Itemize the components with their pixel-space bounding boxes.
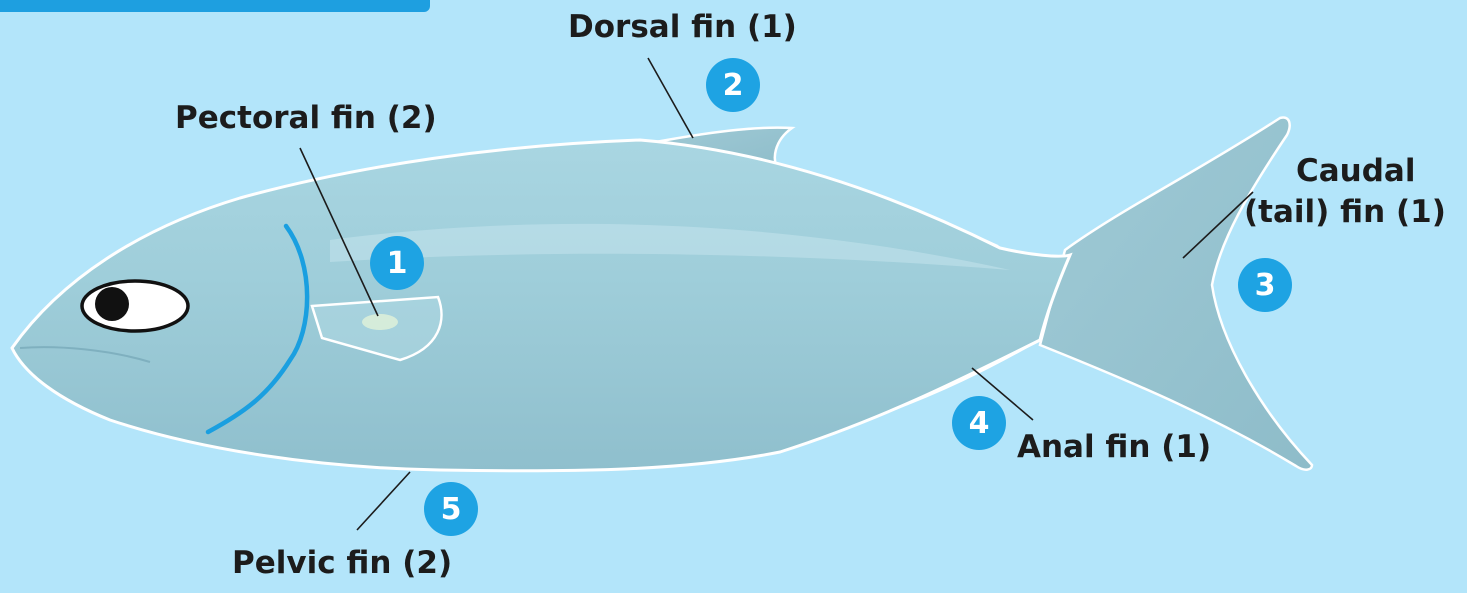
dorsal-fin-label: Dorsal fin (1) bbox=[568, 9, 797, 46]
pelvic-fin-badge: 5 bbox=[424, 482, 478, 536]
eye-pupil bbox=[95, 287, 129, 321]
pectoral-fin-label: Pectoral fin (2) bbox=[175, 100, 437, 137]
caudal-fin-label-line2: (tail) fin (1) bbox=[1244, 194, 1446, 231]
dorsal-leader-line bbox=[648, 58, 693, 138]
pectoral-fin-highlight bbox=[362, 314, 398, 330]
pelvic-leader-line bbox=[357, 472, 410, 530]
caudal-fin-badge: 3 bbox=[1238, 258, 1292, 312]
pelvic-fin-label: Pelvic fin (2) bbox=[232, 545, 452, 582]
dorsal-fin-badge: 2 bbox=[706, 58, 760, 112]
anal-fin-badge: 4 bbox=[952, 396, 1006, 450]
anal-fin-label: Anal fin (1) bbox=[1017, 429, 1211, 466]
caudal-fin-label-line1: Caudal bbox=[1296, 153, 1415, 190]
pectoral-fin-badge: 1 bbox=[370, 236, 424, 290]
